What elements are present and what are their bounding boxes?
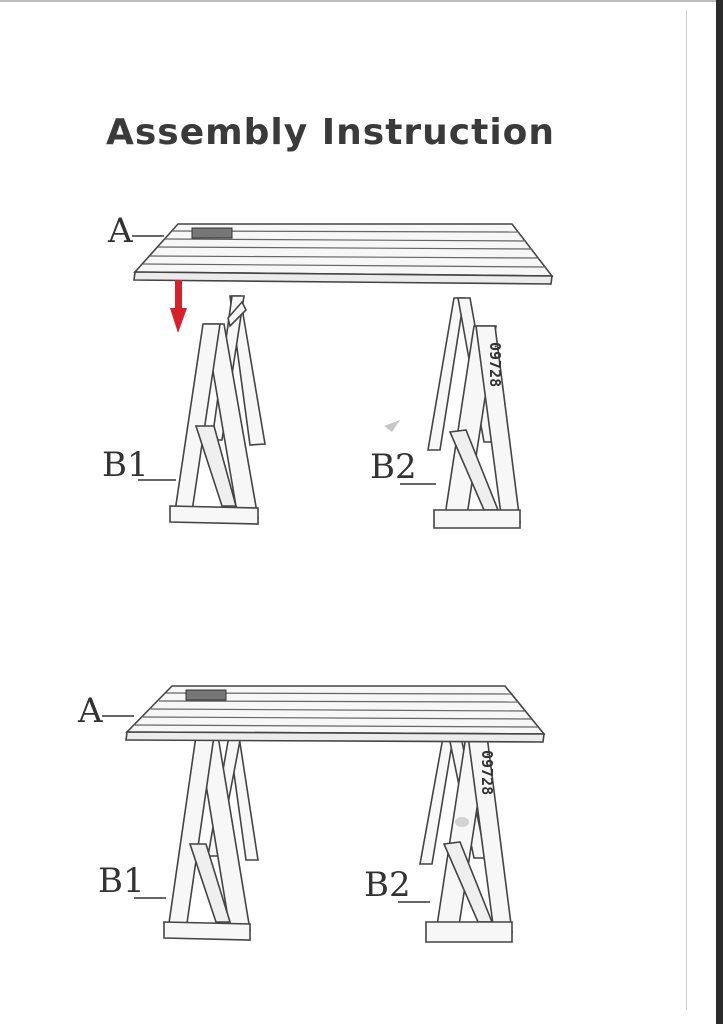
label-b2: B2 [364, 865, 411, 905]
trestle-b1 [169, 295, 266, 525]
label-a: A [107, 211, 133, 251]
trestle-b2 [427, 297, 521, 529]
figure-step-2: 09728 A B1 B2 [0, 660, 723, 990]
scan-edge-line [686, 10, 687, 1010]
part-code-label: 09728 [478, 750, 496, 795]
label-a: A [77, 691, 103, 731]
figure-2-drawing: 09728 A B1 B2 [77, 685, 546, 943]
label-b2: B2 [370, 447, 417, 487]
trestle-b2-assembled [419, 731, 513, 943]
tabletop-a [133, 223, 554, 285]
label-b1: B1 [98, 861, 145, 901]
figure-step-1: 09728 A B1 B2 [0, 200, 723, 530]
label-b1: B1 [102, 445, 149, 485]
page-title: Assembly Instruction [106, 112, 556, 153]
down-arrow-icon [170, 280, 187, 333]
figure-1-drawing: 09728 A B1 B2 [102, 211, 554, 529]
part-code-label: 09728 [486, 342, 504, 387]
scan-smudge [384, 420, 400, 432]
scan-smudge [455, 817, 469, 827]
scan-edge-dark [716, 0, 723, 1024]
trestle-b1-assembled [163, 729, 259, 941]
tabletop-a-assembled [125, 685, 546, 743]
scan-edge-top [0, 0, 723, 2]
